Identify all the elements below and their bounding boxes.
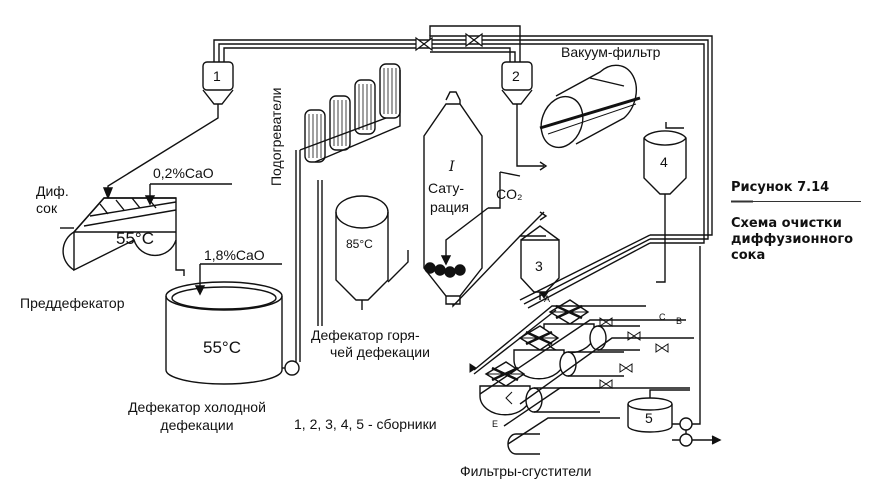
collector-5 [627, 246, 722, 447]
hot-limer-temperature: 85°C [346, 237, 373, 251]
hot-limer-label-line2: чей дефекации [330, 344, 430, 360]
collector-2-number: 2 [512, 68, 520, 84]
cold-limer-label-line1: Дефекатор холодной [128, 399, 266, 415]
diff-juice-label-line2: сок [36, 200, 58, 216]
caption-line-3: сока [731, 248, 766, 263]
caption-rule [731, 201, 861, 202]
co2-label: CO₂ [496, 186, 523, 202]
figure-number: Рисунок 7.14 [731, 180, 830, 195]
lime-dose-18-label: 1,8%CaO [204, 247, 265, 263]
carbonation-column [423, 91, 548, 308]
caption-line-2: диффузионного [731, 232, 854, 247]
point-b-label: B [676, 316, 683, 326]
carbonation-label-line2: рация [430, 199, 469, 215]
point-a-label: A [544, 294, 551, 304]
collector-2 [501, 61, 548, 171]
return-pipes [519, 234, 651, 309]
prelimer-tank [60, 183, 232, 276]
thickener-filters [469, 291, 694, 455]
diff-juice-label-line1: Диф. [36, 183, 69, 199]
filter-small-valves [469, 291, 669, 405]
point-e-label: E [492, 419, 499, 429]
collectors-note: 1, 2, 3, 4, 5 - сборники [294, 416, 437, 432]
caption-line-1: Схема очистки [731, 216, 842, 231]
collector-1-number: 1 [213, 68, 221, 84]
filter-unit-bottom [479, 361, 600, 416]
hot-limer-tank [317, 180, 409, 326]
carbonation-numeral: I [449, 159, 455, 175]
collector-1 [102, 61, 234, 200]
pipe-valves [415, 32, 483, 52]
filter-unit-top [543, 299, 640, 354]
collector-5-number: 5 [645, 410, 653, 426]
vacuum-filter-drum [539, 64, 641, 149]
carbonation-label-line1: Сату- [428, 180, 464, 196]
lime-dose-02-label: 0,2%CaO [153, 165, 214, 181]
filter-header-pipes [473, 305, 694, 455]
vacuum-filter-label: Вакуум-фильтр [561, 44, 661, 60]
cold-limer-temperature: 55°C [203, 338, 241, 357]
collector-4 [643, 122, 687, 283]
cold-limer-label-line2: дефекации [160, 417, 234, 433]
point-c-label: C [659, 312, 666, 322]
collector-4-number: 4 [660, 154, 668, 170]
thickener-filters-label: Фильтры-сгустители [460, 463, 592, 479]
prelimer-label: Преддефекатор [20, 295, 125, 311]
prelimer-temperature: 55°C [116, 229, 154, 248]
heaters-label: Подогреватели [268, 87, 284, 187]
cold-limer-tank [165, 150, 301, 385]
heaters [299, 63, 401, 163]
collector-3-number: 3 [535, 258, 543, 274]
filter-unit-middle [513, 325, 624, 380]
hot-limer-label-line1: Дефекатор горя- [311, 327, 420, 343]
collector-3 [520, 225, 560, 300]
